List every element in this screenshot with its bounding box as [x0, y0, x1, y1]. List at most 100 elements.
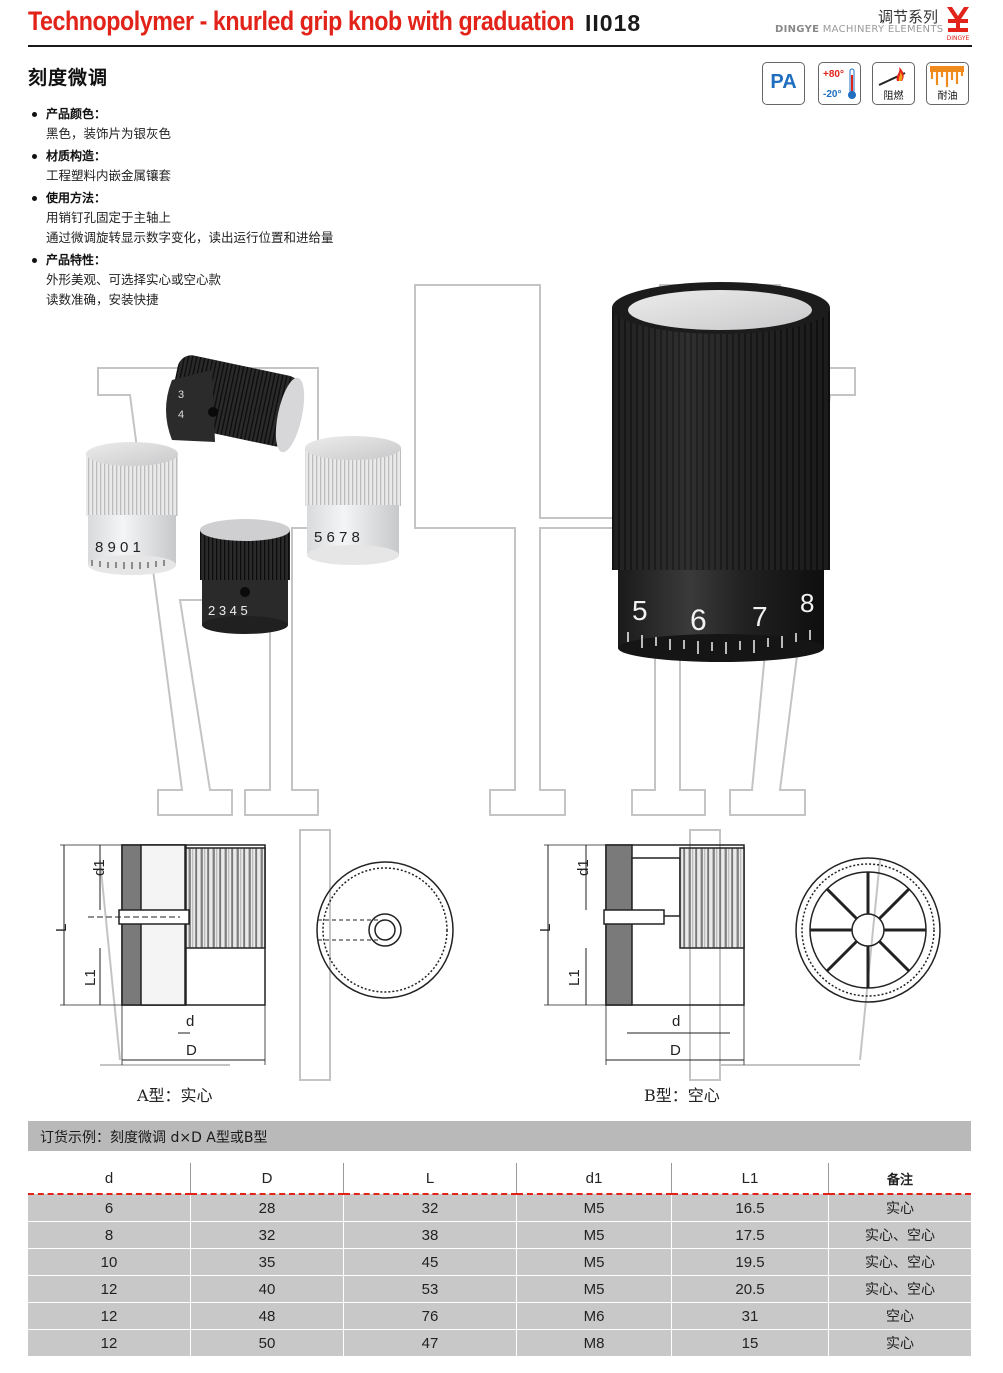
flame-icon — [878, 67, 906, 86]
table-row: 8 32 38 M5 17.5 实心、空心 — [28, 1221, 971, 1249]
svg-text:8 9 0 1: 8 9 0 1 — [95, 539, 141, 556]
thermometer-icon: +80° -20° — [823, 68, 856, 100]
col-D: D — [190, 1163, 344, 1195]
cell: 6 — [28, 1194, 191, 1222]
svg-text:6: 6 — [690, 604, 707, 637]
label-L-a: L — [53, 924, 70, 932]
feature-text: 黑色，装饰片为银灰色 — [46, 126, 172, 141]
table-row: 12 50 47 M8 15 实心 — [28, 1329, 971, 1357]
product-photo-small-dark-knob: 3 4 — [166, 355, 305, 453]
cell: 实心、空心 — [828, 1248, 971, 1276]
cell: 实心、空心 — [828, 1275, 971, 1303]
flame-retardant-badge: 阻燃 — [872, 62, 915, 105]
feature-material: 材质构造： 工程塑料内嵌金属镶套 — [30, 146, 430, 186]
cell: M8 — [516, 1329, 672, 1357]
temp-low: -20° — [823, 89, 841, 100]
label-d-b: d — [672, 1013, 680, 1030]
brand-logo: DINGYE — [947, 7, 970, 42]
product-photo-dark-knob-center: 2 3 4 5 — [200, 519, 290, 634]
label-D-a: D — [186, 1042, 197, 1059]
feature-text: 通过微调旋转显示数字变化，读出运行位置和进给量 — [46, 230, 334, 245]
cell: 20.5 — [671, 1275, 829, 1303]
brand-tagline: MACHINERY ELEMENTS — [819, 24, 944, 35]
label-D-b: D — [670, 1042, 681, 1059]
label-L-b: L — [537, 924, 554, 932]
table-row: 10 35 45 M5 19.5 实心、空心 — [28, 1248, 971, 1276]
cell: 实心、空心 — [828, 1221, 971, 1249]
cell: 76 — [343, 1302, 517, 1330]
brand-text: DINGYE MACHINERY ELEMENTS — [775, 24, 943, 35]
product-illustration: 3 4 8 9 0 1 5 6 7 8 2 3 4 5 5 — [53, 282, 941, 1105]
cell: 47 — [343, 1329, 517, 1357]
temperature-badge: +80° -20° — [818, 62, 861, 105]
product-photo-white-knob-right: 5 6 7 8 — [305, 436, 401, 565]
feature-heading: 使用方法： — [46, 191, 107, 205]
feature-text: 用销钉孔固定于主轴上 — [46, 210, 172, 225]
feature-usage: 使用方法： 用销钉孔固定于主轴上 通过微调旋转显示数字变化，读出运行位置和进给量 — [30, 188, 430, 248]
temp-high: +80° — [823, 69, 844, 80]
material-label: PA — [770, 71, 797, 93]
feature-characteristics: 产品特性： 外形美观、可选择实心或空心款 读数准确，安装快捷 — [30, 250, 430, 310]
cell: M5 — [516, 1275, 672, 1303]
cell: M5 — [516, 1221, 672, 1249]
table-row: 12 48 76 M6 31 空心 — [28, 1302, 971, 1330]
cell: M6 — [516, 1302, 672, 1330]
header-divider — [28, 45, 972, 47]
cell: 38 — [343, 1221, 517, 1249]
cell: 28 — [190, 1194, 344, 1222]
feature-heading: 产品颜色： — [46, 107, 107, 121]
cell: 12 — [28, 1329, 191, 1357]
cell: 45 — [343, 1248, 517, 1276]
bullet-icon — [32, 258, 37, 263]
table-row: 12 40 53 M5 20.5 实心、空心 — [28, 1275, 971, 1303]
oil-label: 耐油 — [937, 91, 958, 102]
col-d1: d1 — [516, 1163, 672, 1195]
cell: 17.5 — [671, 1221, 829, 1249]
series-label: 调节系列 — [878, 8, 939, 26]
svg-text:5 6 7 8: 5 6 7 8 — [314, 529, 360, 546]
col-L: L — [343, 1163, 517, 1195]
label-d1-b: d1 — [575, 859, 592, 876]
svg-text:8: 8 — [800, 588, 814, 618]
feature-text: 读数准确，安装快捷 — [46, 292, 159, 307]
feature-text: 外形美观、可选择实心或空心款 — [46, 272, 222, 287]
drawing-a-end-view — [316, 861, 454, 999]
svg-text:3: 3 — [178, 389, 184, 401]
cell: 12 — [28, 1302, 191, 1330]
label-d-a: d — [186, 1013, 194, 1030]
feature-heading: 材质构造： — [46, 149, 107, 163]
cell: 53 — [343, 1275, 517, 1303]
table-row: 6 28 32 M5 16.5 实心 — [28, 1194, 971, 1222]
cell: M5 — [516, 1194, 672, 1222]
flame-label: 阻燃 — [883, 91, 904, 102]
cell: 50 — [190, 1329, 344, 1357]
order-example-bar: 订货示例：刻度微调 d×D A型或B型 — [28, 1121, 971, 1151]
caption-type-a: A型：实心 — [136, 1086, 213, 1105]
cell: 实心 — [828, 1329, 971, 1357]
brand-name: DINGYE — [775, 24, 820, 35]
cell: 48 — [190, 1302, 344, 1330]
cell: 8 — [28, 1221, 191, 1249]
drawing-labels: d1 L L1 d D d1 L L1 d D A型：实心 B型：空心 — [53, 859, 720, 1105]
feature-list: 产品颜色： 黑色，装饰片为银灰色 材质构造： 工程塑料内嵌金属镶套 使用方法： … — [30, 104, 430, 312]
bullet-icon — [32, 196, 37, 201]
col-L1: L1 — [671, 1163, 829, 1195]
cell: 32 — [343, 1194, 517, 1222]
cell: 15 — [671, 1329, 829, 1357]
material-badge: PA — [762, 62, 805, 105]
oil-drip-icon — [930, 66, 964, 87]
cell: M5 — [516, 1248, 672, 1276]
table-header-row: d D L d1 L1 备注 — [28, 1163, 971, 1195]
product-photo-white-knob-left: 8 9 0 1 — [86, 442, 178, 575]
order-example-text: 订货示例：刻度微调 d×D A型或B型 — [40, 1130, 268, 1146]
bullet-icon — [32, 112, 37, 117]
section-subtitle: 刻度微调 — [28, 67, 109, 89]
logo-caption: DINGYE — [947, 35, 970, 42]
spec-table: d D L d1 L1 备注 6 28 32 M5 16.5 实心 8 32 3… — [28, 1163, 971, 1357]
drawing-b-end-view — [795, 857, 941, 1003]
bullet-icon — [32, 154, 37, 159]
svg-text:5: 5 — [632, 595, 648, 626]
drawing-b-section — [544, 844, 745, 1065]
cell: 32 — [190, 1221, 344, 1249]
svg-text:2 3 4 5: 2 3 4 5 — [208, 603, 248, 618]
